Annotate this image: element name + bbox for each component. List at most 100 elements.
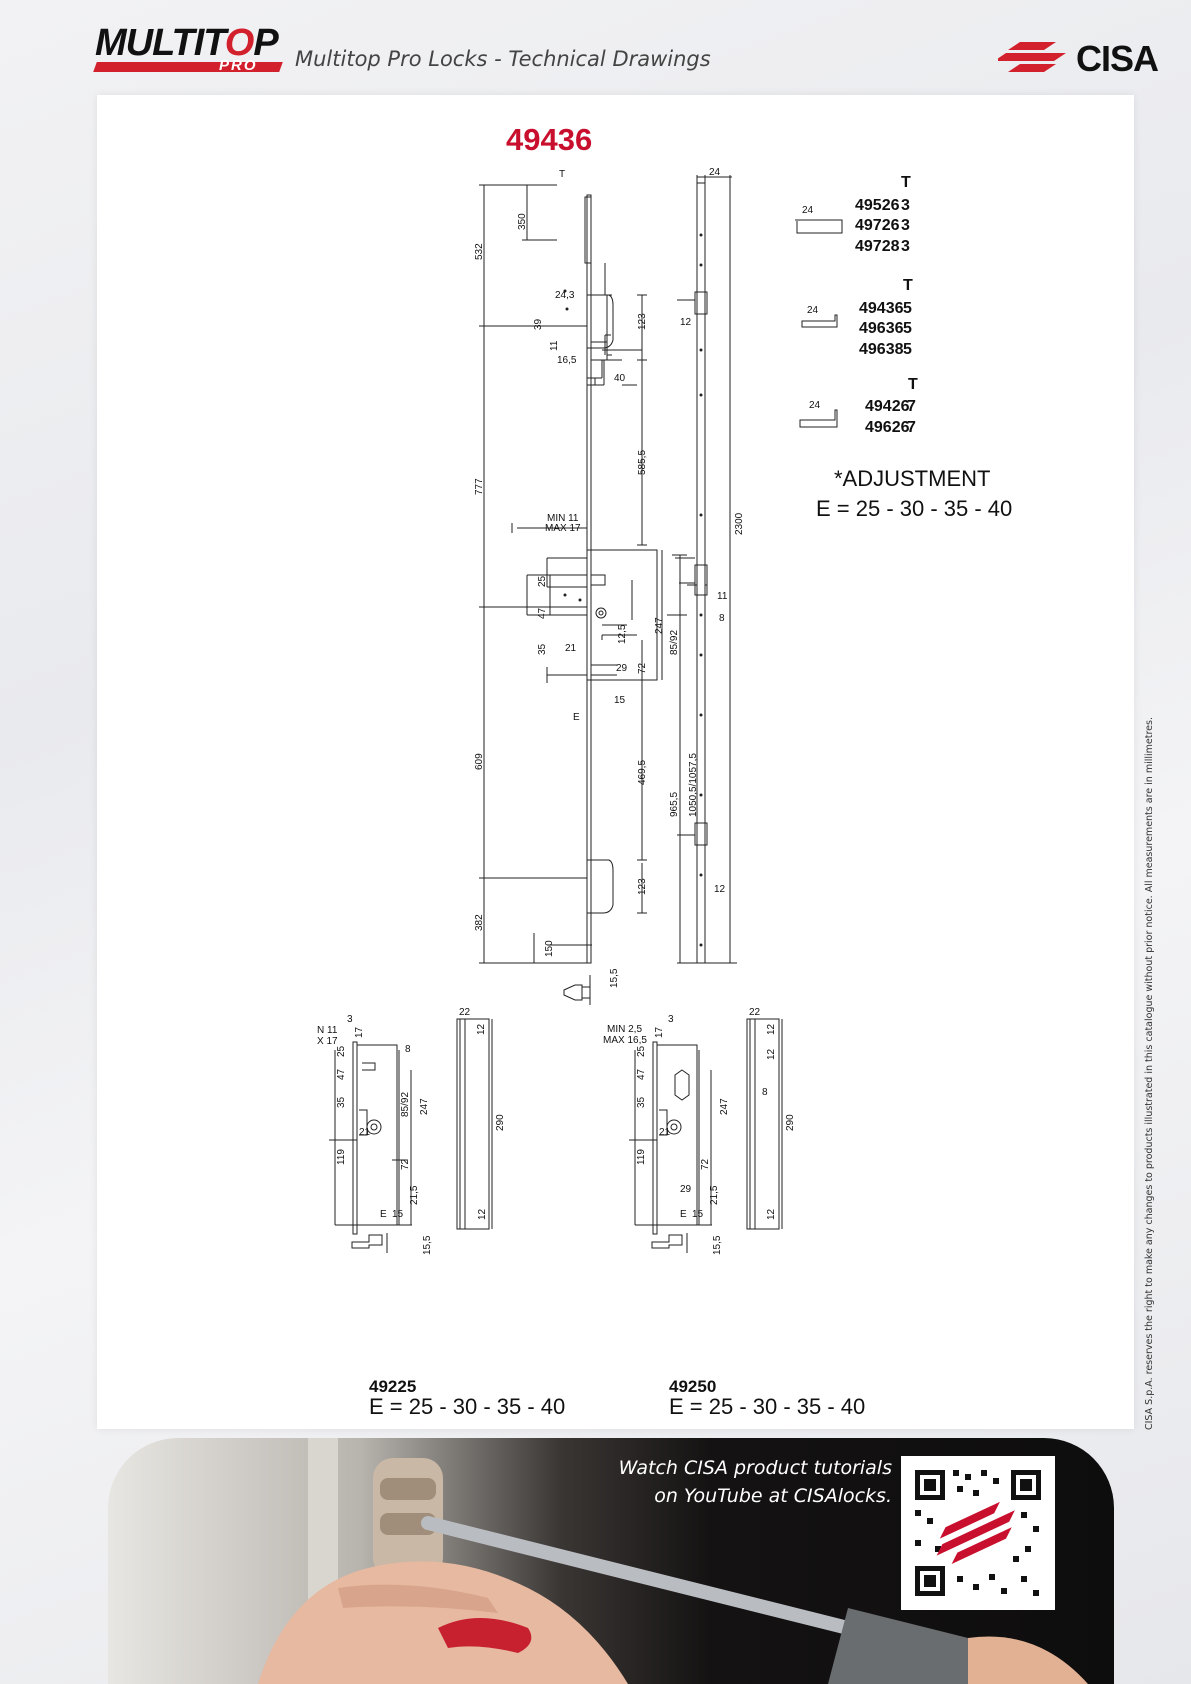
dim-150: 150 xyxy=(544,940,555,957)
small-dim: E xyxy=(680,1209,687,1220)
variant-t-value: 5 xyxy=(903,300,912,317)
tutorial-line-2: on YouTube at CISAlocks. xyxy=(654,1485,892,1507)
variant-code: 49726 xyxy=(855,217,900,234)
small-dim: 247 xyxy=(419,1098,430,1115)
qr-code-icon[interactable] xyxy=(901,1456,1055,1610)
variant-code: 49436 xyxy=(859,300,904,317)
small-dim: X 17 xyxy=(317,1036,338,1047)
dim-40: 40 xyxy=(614,373,626,384)
dim-12-lower: 12 xyxy=(714,884,726,895)
dim-35: 35 xyxy=(537,643,548,655)
small-dim: 290 xyxy=(495,1114,506,1131)
small-dim: 17 xyxy=(654,1026,665,1038)
small-dim: 247 xyxy=(719,1098,730,1115)
dim-11-upper: 11 xyxy=(549,340,560,351)
small-dim: 21 xyxy=(659,1127,671,1138)
dim-11-side: 11 xyxy=(717,591,728,602)
dim-39: 39 xyxy=(533,318,544,330)
adjustment-label: *ADJUSTMENT xyxy=(834,466,990,491)
small-dim: 3 xyxy=(347,1014,353,1025)
dim-2300: 2300 xyxy=(734,512,745,535)
drawing-panel: 49436 xyxy=(97,95,1134,1429)
dim-85-92: 85/92 xyxy=(669,630,680,655)
small-dim: 15 xyxy=(692,1209,704,1220)
small-dim: 15,5 xyxy=(422,1235,433,1255)
dim-382: 382 xyxy=(474,914,485,931)
small-dim: 72 xyxy=(400,1158,411,1170)
small-dim: 35 xyxy=(636,1096,647,1108)
dim-e: E xyxy=(573,712,580,723)
dim-532: 532 xyxy=(474,243,485,260)
dim-47: 47 xyxy=(537,607,548,619)
dim-12-upper: 12 xyxy=(680,317,692,328)
small-dim: 15 xyxy=(392,1209,404,1220)
hand-screwdriver-photo xyxy=(258,1438,1088,1684)
small-dim: N 11 xyxy=(317,1025,338,1036)
small-drawing-adjustment: E = 25 - 30 - 35 - 40 xyxy=(669,1394,865,1419)
small-dim: 8 xyxy=(762,1087,768,1098)
variant-code: 49626 xyxy=(865,419,910,436)
small-dim: E xyxy=(380,1209,387,1220)
dim-1050-5: 1050,5/1057,5 xyxy=(688,753,699,817)
small-dim: MIN 2,5 xyxy=(607,1024,642,1035)
small-dim: 21,5 xyxy=(409,1185,420,1205)
dim-21: 21 xyxy=(565,643,577,654)
header-title: Multitop Pro Locks - Technical Drawings xyxy=(295,47,711,71)
variant-code: 49728 xyxy=(855,238,900,255)
variant-t-value: 7 xyxy=(907,398,916,415)
dim-12-5: 12,5 xyxy=(617,624,628,644)
variant-code: 49638 xyxy=(859,341,904,358)
dim-24-3: 24,3 xyxy=(555,290,575,301)
dim-15-5: 15,5 xyxy=(609,968,620,988)
small-dim: 17 xyxy=(354,1026,365,1038)
dim-72: 72 xyxy=(637,662,648,674)
variant-t5-width: 24 xyxy=(807,305,819,316)
tutorial-text: Watch CISA product tutorials on YouTube … xyxy=(619,1454,892,1510)
adjustment-values: E = 25 - 30 - 35 - 40 xyxy=(816,496,1012,521)
variant-code: 49526 xyxy=(855,197,900,214)
dim-123-lower: 123 xyxy=(637,878,648,895)
logo-pro: PRO xyxy=(219,57,258,74)
variant-t-value: 3 xyxy=(901,217,910,234)
dim-24-side: 24 xyxy=(709,167,721,178)
product-code: 49436 xyxy=(506,122,592,157)
dim-15: 15 xyxy=(614,695,626,706)
small-dim: 22 xyxy=(749,1007,761,1018)
small-dim: 25 xyxy=(636,1045,647,1057)
small-dim: 35 xyxy=(336,1096,347,1108)
tutorial-line-1: Watch CISA product tutorials xyxy=(618,1457,892,1479)
small-dim: 12 xyxy=(766,1208,777,1220)
small-dim: 8 xyxy=(405,1044,411,1055)
small-drawing-adjustment: E = 25 - 30 - 35 - 40 xyxy=(369,1394,565,1419)
small-dim: 3 xyxy=(668,1014,674,1025)
small-dim: 47 xyxy=(336,1068,347,1080)
small-drawing-code: 49250 xyxy=(669,1377,716,1396)
small-dim: 12 xyxy=(766,1023,777,1035)
small-drawing-49225: 3 17 N 11 X 17 25 47 8 35 85/92 247 21 1… xyxy=(317,1007,565,1419)
variant-t7-label: T xyxy=(908,376,918,393)
small-dim: 29 xyxy=(680,1184,692,1195)
variant-t3-label: T xyxy=(901,174,911,191)
small-dim: 12 xyxy=(476,1023,487,1035)
dim-777: 777 xyxy=(474,478,485,495)
tutorial-banner[interactable]: Watch CISA product tutorials on YouTube … xyxy=(108,1438,1114,1684)
small-dim: 72 xyxy=(700,1158,711,1170)
variant-t-value: 5 xyxy=(903,320,912,337)
variant-t7-width: 24 xyxy=(809,400,821,411)
small-dim: 119 xyxy=(636,1149,647,1165)
small-dim: MAX 16,5 xyxy=(603,1035,647,1046)
dim-123-upper: 123 xyxy=(637,313,648,330)
page-header: MULTITOP PRO Multitop Pro Locks - Techni… xyxy=(0,0,1191,92)
dim-29: 29 xyxy=(616,663,628,674)
small-dim: 290 xyxy=(785,1114,796,1131)
dim-469-5: 469,5 xyxy=(637,760,648,785)
multitop-pro-logo: MULTITOP PRO xyxy=(93,22,285,74)
dim-609: 609 xyxy=(474,753,485,770)
dim-585-5: 585,5 xyxy=(637,450,648,475)
cisa-logo: CISA xyxy=(998,38,1168,79)
dim-min-11: MIN 11 xyxy=(547,513,579,524)
variant-t5-label: T xyxy=(903,277,913,294)
dim-8-side: 8 xyxy=(719,613,725,624)
variant-code: 49426 xyxy=(865,398,910,415)
cisa-wordmark: CISA xyxy=(1076,38,1159,79)
